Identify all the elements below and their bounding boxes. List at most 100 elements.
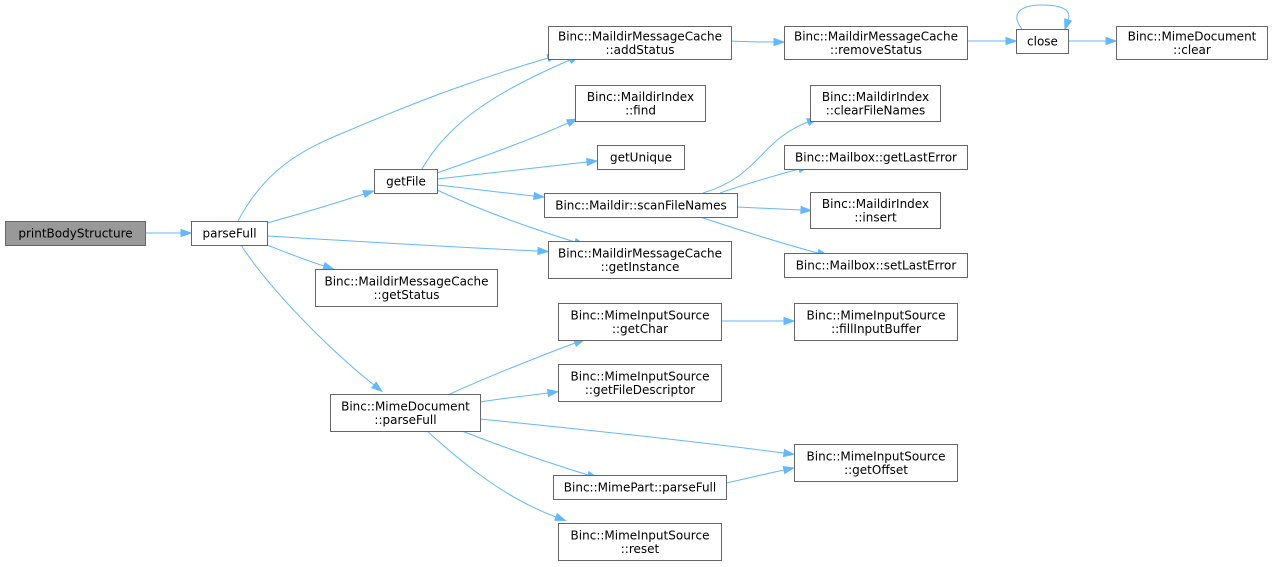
node-box <box>794 444 958 482</box>
node-scanFileNames[interactable]: Binc::Maildir::scanFileNames <box>544 193 738 218</box>
node-box <box>810 192 941 229</box>
arrowhead-close-to-close <box>1064 18 1073 31</box>
node-clearFileNames[interactable]: Binc::MaildirIndex::clearFileNames <box>810 85 941 122</box>
edge-mdParseFull-to-reset <box>426 430 557 518</box>
node-label: ::clearFileNames <box>826 103 925 117</box>
node-label: ::getChar <box>612 322 668 336</box>
node-box <box>558 364 722 402</box>
node-label: ::getOffset <box>844 463 908 477</box>
arrowhead-mpParseFull-to-getOffset <box>782 465 796 475</box>
arrowhead-getFile-to-getUnique <box>586 157 599 167</box>
node-label: Binc::MimeDocument <box>341 399 470 413</box>
edge-mpParseFull-to-getOffset <box>725 469 785 484</box>
arrowhead-close-to-mdClear <box>1105 36 1118 46</box>
edge-mdParseFull-to-mpParseFull <box>461 430 589 476</box>
edge-close-to-close <box>1016 4 1070 30</box>
arrowhead-addStatus-to-removeStatus <box>773 37 786 47</box>
node-close[interactable]: close <box>1016 29 1069 54</box>
node-getLastError[interactable]: Binc::Mailbox::getLastError <box>784 145 968 170</box>
node-box <box>544 193 738 218</box>
node-setLastError[interactable]: Binc::Mailbox::setLastError <box>784 253 968 278</box>
node-getInstance[interactable]: Binc::MaildirMessageCache::getInstance <box>548 241 732 279</box>
node-box <box>553 475 727 500</box>
edge-getFile-to-getUnique <box>436 161 588 180</box>
edge-parseFull-to-mdParseFull <box>240 244 375 386</box>
node-label: close <box>1027 35 1058 49</box>
node-box <box>558 523 722 561</box>
node-box <box>315 269 498 307</box>
node-mdClear[interactable]: Binc::MimeDocument::clear <box>1116 26 1268 60</box>
node-printBodyStructure[interactable]: printBodyStructure <box>5 221 146 246</box>
node-label: ::reset <box>621 542 660 556</box>
node-box <box>374 169 438 194</box>
edge-getFile-to-addStatus <box>421 59 571 170</box>
arrowhead-mdParseFull-to-getOffset <box>782 448 796 458</box>
node-insert[interactable]: Binc::MaildirIndex::insert <box>810 192 941 229</box>
node-box <box>1116 26 1268 60</box>
node-mdParseFull[interactable]: Binc::MimeDocument::parseFull <box>330 394 481 432</box>
node-label: Binc::MimeInputSource <box>807 449 946 463</box>
node-label: printBodyStructure <box>18 227 132 241</box>
arrowhead-scanFileNames-to-insert <box>800 205 813 215</box>
node-getStatus[interactable]: Binc::MaildirMessageCache::getStatus <box>315 269 498 307</box>
edge-getFile-to-getInstance <box>436 189 576 243</box>
node-box <box>597 145 685 170</box>
edge-parseFull-to-addStatus <box>237 57 549 222</box>
edge-parseFull-to-getInstance <box>266 235 539 252</box>
node-find[interactable]: Binc::MaildirIndex::find <box>575 85 706 122</box>
node-label: Binc::Mailbox::getLastError <box>795 151 957 165</box>
node-getFileDescriptor[interactable]: Binc::MimeInputSource::getFileDescriptor <box>558 364 722 402</box>
arrowhead-parseFull-to-mdParseFull <box>370 381 383 393</box>
edge-getFile-to-scanFileNames <box>436 184 535 197</box>
arrowhead-getFile-to-scanFileNames <box>533 191 546 201</box>
arrowhead-parseFull-to-getInstance <box>537 246 550 256</box>
node-box <box>575 85 706 122</box>
node-box <box>330 394 481 432</box>
edge-parseFull-to-getFile <box>266 193 365 224</box>
node-label: Binc::MimeDocument <box>1128 29 1257 43</box>
node-label: parseFull <box>202 227 256 241</box>
node-box <box>784 253 968 278</box>
node-label: ::clear <box>1173 43 1211 57</box>
node-label: ::find <box>625 103 656 117</box>
node-box <box>784 145 968 170</box>
node-box <box>191 221 268 246</box>
arrowhead-parseFull-to-getFile <box>362 190 375 199</box>
edge-scanFileNames-to-getLastError <box>719 168 800 194</box>
edge-parseFull-to-getStatus <box>266 244 325 267</box>
node-reset[interactable]: Binc::MimeInputSource::reset <box>558 523 722 561</box>
node-removeStatus[interactable]: Binc::MaildirMessageCache::removeStatus <box>784 26 968 60</box>
node-parseFull[interactable]: parseFull <box>191 221 268 246</box>
arrowhead-mdParseFull-to-getFileDescriptor <box>546 388 560 398</box>
node-box <box>1016 29 1069 54</box>
node-label: Binc::MimeInputSource <box>807 308 946 322</box>
node-label: getFile <box>386 175 426 189</box>
edge-getFile-to-find <box>436 122 569 174</box>
node-label: ::fillInputBuffer <box>831 322 921 336</box>
node-box <box>548 26 732 60</box>
node-label: Binc::MimeInputSource <box>571 369 710 383</box>
node-getFile[interactable]: getFile <box>374 169 438 194</box>
node-getUnique[interactable]: getUnique <box>597 145 685 170</box>
node-addStatus[interactable]: Binc::MaildirMessageCache::addStatus <box>548 26 732 60</box>
edge-scanFileNames-to-clearFileNames <box>702 121 809 194</box>
node-box <box>558 303 722 341</box>
node-fillInputBuffer[interactable]: Binc::MimeInputSource::fillInputBuffer <box>794 303 958 341</box>
arrowhead-parseFull-to-getStatus <box>322 261 335 270</box>
node-label: Binc::MimeInputSource <box>571 528 710 542</box>
node-box <box>810 85 941 122</box>
arrowhead-mdParseFull-to-reset <box>554 512 567 522</box>
node-label: Binc::MimePart::parseFull <box>564 481 716 495</box>
node-getChar[interactable]: Binc::MimeInputSource::getChar <box>558 303 722 341</box>
node-label: Binc::Maildir::scanFileNames <box>555 199 727 213</box>
edge-scanFileNames-to-setLastError <box>699 216 819 254</box>
edge-mdParseFull-to-getOffset <box>479 418 785 454</box>
edge-addStatus-to-removeStatus <box>730 40 775 43</box>
node-box <box>794 303 958 341</box>
node-mpParseFull[interactable]: Binc::MimePart::parseFull <box>553 475 727 500</box>
node-label: ::parseFull <box>374 413 436 427</box>
edges-layer <box>145 4 1118 522</box>
node-label: ::insert <box>854 210 897 224</box>
node-getOffset[interactable]: Binc::MimeInputSource::getOffset <box>794 444 958 482</box>
